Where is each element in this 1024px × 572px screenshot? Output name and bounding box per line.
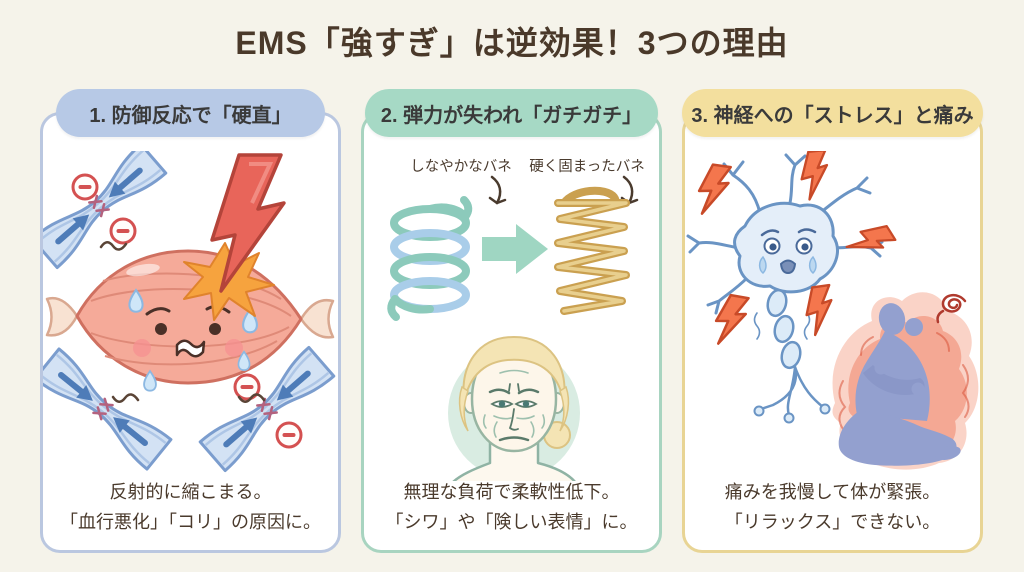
tremble-squiggles <box>99 241 266 403</box>
panel-defensive-reaction: 1. 防御反応で「硬直」 <box>40 89 341 553</box>
caption-line: 「シワ」や「険しい表情」に。 <box>385 512 638 533</box>
stiff-spring-label: 硬く固まったバネ <box>529 159 645 175</box>
frowning-woman-face-illustration <box>448 335 580 481</box>
caption-line: 無理な負荷で柔軟性低下。 <box>403 481 620 502</box>
scribble-icon <box>936 294 967 324</box>
page-title: EMS「強すぎ」は逆効果！3つの理由 <box>235 25 789 61</box>
flexible-spring-illustration <box>387 196 473 321</box>
stiff-spring-illustration <box>554 186 630 315</box>
woman-in-pain-silhouette <box>838 303 961 466</box>
panel-lost-elasticity: 2. 弾力が失われ「ガチガチ」 しなやかなバネ 硬く固まったバネ <box>361 89 662 553</box>
panel-nerve-stress-pain: 3. 神経への「ストレス」と痛み <box>682 89 983 553</box>
arrow-right-icon <box>482 224 548 274</box>
neuron-pain-illustration <box>686 151 979 470</box>
pointer-arrow-icons <box>488 175 639 205</box>
axon-tremble-squiggles <box>753 312 811 340</box>
caption-line: 痛みを我慢して体が緊張。 <box>724 481 941 502</box>
panel2-caption: 無理な負荷で柔軟性低下。 「シワ」や「険しい表情」に。 <box>364 477 659 538</box>
caption-line: 「血行悪化」「コリ」の原因に。 <box>60 512 321 533</box>
caption-line: 「リラックス」できない。 <box>724 512 941 533</box>
panel3-header-badge: 3. 神経への「ストレス」と痛み <box>682 89 983 137</box>
spring-face-illustration <box>387 175 639 481</box>
caption-line: 反射的に縮こまる。 <box>109 481 272 502</box>
panel1-header-badge: 1. 防御反応で「硬直」 <box>56 89 325 137</box>
panel2-header-badge: 2. 弾力が失われ「ガチガチ」 <box>365 89 658 137</box>
stressed-neuron <box>686 153 884 424</box>
lightning-icon <box>210 153 286 293</box>
panel3-caption: 痛みを我慢して体が緊張。 「リラックス」できない。 <box>685 477 980 538</box>
panel1-caption: 反射的に縮こまる。 「血行悪化」「コリ」の原因に。 <box>43 477 338 538</box>
flexible-spring-label: しなやかなバネ <box>410 159 512 175</box>
wrinkle-lines <box>482 369 546 438</box>
minus-circle-icon <box>71 173 99 201</box>
muscle-shock-illustration <box>43 151 338 481</box>
minus-circle-icon <box>275 421 303 449</box>
minus-circle-icon <box>109 217 137 245</box>
pinched-vessel-top-left <box>43 151 166 268</box>
